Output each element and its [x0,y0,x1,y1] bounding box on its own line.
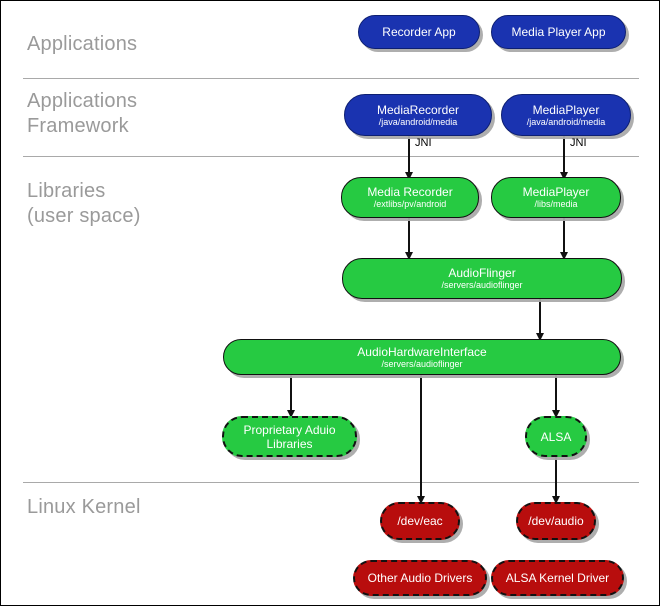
connector-hwinterface-to-dev-eac [420,374,422,502]
node-dev-eac[interactable]: /dev/eac [380,502,460,540]
arrowhead-player-to-audioflinger [560,252,568,260]
connector-recorder-to-audioflinger [408,218,410,258]
node-audioflinger[interactable]: AudioFlinger /servers/audioflinger [342,258,622,299]
node-media-recorder-library-title: Media Recorder [367,185,453,199]
connector-hwinterface-to-alsa [555,374,557,416]
node-dev-audio[interactable]: /dev/audio [516,502,596,540]
node-dev-eac-title: /dev/eac [397,514,443,528]
node-media-recorder-framework-path: /java/android/media [378,116,458,127]
edge-label-jni-player: JNI [570,137,587,149]
node-other-audio-drivers[interactable]: Other Audio Drivers [353,560,487,596]
node-media-recorder-library-path: /extlibs/pv/android [373,199,447,209]
arrowhead-recorder-to-audioflinger [405,252,413,260]
node-alsa-title: ALSA [540,429,572,444]
node-media-player-framework-path: /java/android/media [526,116,606,127]
node-media-player-library[interactable]: MediaPlayer /libs/media [491,177,621,218]
arrowhead-hwinterface-to-proprietary [287,410,295,418]
connector-audioflinger-to-hwinterface [539,299,541,341]
node-audiohardwareinterface[interactable]: AudioHardwareInterface /servers/audiofli… [223,339,621,375]
node-media-recorder-library[interactable]: Media Recorder /extlibs/pv/android [341,177,479,218]
layer-label-linux-kernel: Linux Kernel [27,496,141,518]
arrowhead-jni-player [560,172,568,180]
arrowhead-audioflinger-to-hwinterface [536,333,544,341]
edge-label-jni-recorder: JNI [415,137,432,149]
separator-linux-kernel [23,482,639,483]
node-audioflinger-title: AudioFlinger [448,266,516,280]
layer-label-applications: Applications [27,33,138,55]
node-recorder-app[interactable]: Recorder App [358,15,480,49]
connector-jni-player [563,136,565,179]
arrowhead-hwinterface-to-alsa [552,410,560,418]
node-dev-audio-title: /dev/audio [528,514,584,528]
node-proprietary-audio-libraries-title: Proprietary Aduio Libraries [243,422,336,451]
layer-label-libraries: Libraries (user space) [27,180,141,227]
connector-hwinterface-to-proprietary [290,374,292,416]
arrowhead-hwinterface-to-dev-eac [417,496,425,504]
separator-applications [23,78,639,79]
node-alsa[interactable]: ALSA [525,416,587,457]
node-other-audio-drivers-title: Other Audio Drivers [367,571,473,585]
arrowhead-alsa-to-dev-audio [552,496,560,504]
node-proprietary-audio-libraries[interactable]: Proprietary Aduio Libraries [222,416,357,457]
layer-label-applications-framework: Applications Framework [27,90,138,137]
node-media-player-app[interactable]: Media Player App [491,15,626,49]
node-alsa-kernel-driver[interactable]: ALSA Kernel Driver [491,560,624,596]
node-audiohardwareinterface-path: /servers/audioflinger [381,358,463,369]
node-audioflinger-path: /servers/audioflinger [441,280,523,290]
arrowhead-jni-recorder [405,172,413,180]
connector-jni-recorder [408,136,410,179]
node-media-player-app-title: Media Player App [511,25,606,39]
connector-player-to-audioflinger [563,218,565,258]
node-media-player-library-path: /libs/media [534,199,578,209]
connector-alsa-to-dev-audio [555,457,557,502]
node-media-recorder-framework[interactable]: MediaRecorder /java/android/media [344,94,492,136]
node-alsa-kernel-driver-title: ALSA Kernel Driver [505,571,610,585]
node-media-player-framework[interactable]: MediaPlayer /java/android/media [501,94,631,136]
node-audiohardwareinterface-title: AudioHardwareInterface [357,344,487,359]
node-media-player-framework-title: MediaPlayer [532,102,600,117]
node-media-player-library-title: MediaPlayer [522,185,590,199]
node-media-recorder-framework-title: MediaRecorder [376,102,460,117]
separator-applications-framework [23,156,639,157]
node-recorder-app-title: Recorder App [382,25,456,39]
